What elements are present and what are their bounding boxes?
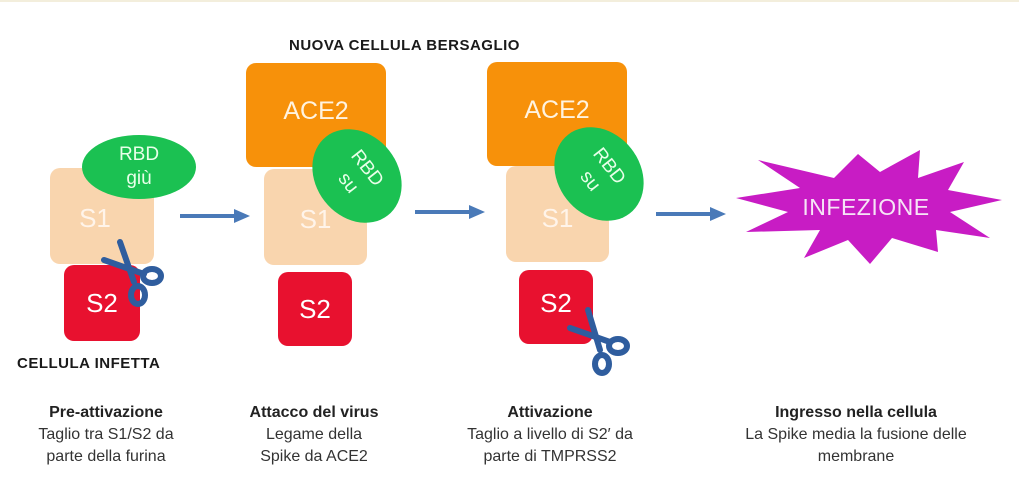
caption-desc-line: membrane: [817, 448, 895, 465]
s2-subunit: S2: [64, 265, 140, 341]
caption-title: Ingresso nella cellula: [775, 404, 937, 421]
new-target-cell-heading: NUOVA CELLULA BERSAGLIO: [289, 37, 520, 54]
arrow-right-icon: [180, 208, 250, 224]
caption-title: Attacco del virus: [249, 404, 379, 421]
s2-subunit: S2: [278, 272, 352, 346]
scissors-icon: [566, 306, 632, 378]
s1-label: S1: [541, 202, 574, 233]
caption-desc-line: Spike da ACE2: [260, 448, 368, 465]
caption-desc-line: parte della furina: [46, 448, 166, 465]
caption-desc-line: La Spike media la fusione delle: [745, 426, 967, 443]
caption-desc-line: Taglio a livello di S2′ da: [467, 426, 633, 443]
s2-label: S2: [299, 293, 331, 324]
ace2-label: ACE2: [524, 95, 590, 124]
caption-title: Attivazione: [507, 404, 593, 421]
s2-label: S2: [540, 287, 572, 318]
caption-virus-attachment: Attacco del virus Legame della Spike da …: [224, 402, 404, 468]
top-border: [0, 0, 1019, 2]
caption-desc-line: parte di TMPRSS2: [483, 448, 617, 465]
explosion-burst-icon: INFEZIONE: [728, 148, 1004, 266]
infected-cell-label: CELLULA INFETTA: [17, 355, 161, 372]
ace2-label: ACE2: [283, 96, 349, 125]
scissors-icon: [100, 238, 166, 310]
infection-label: INFEZIONE: [802, 193, 930, 220]
rbd-label: RBD: [118, 144, 160, 165]
arrow-right-icon: [656, 206, 726, 222]
caption-title: Pre-attivazione: [49, 404, 163, 421]
s2-label: S2: [86, 287, 118, 318]
rbd-down: RBD giù: [82, 135, 196, 199]
caption-cell-entry: Ingresso nella cellula La Spike media la…: [706, 402, 1006, 468]
arrow-right-icon: [415, 204, 485, 220]
rbd-state-label: giù: [126, 168, 152, 189]
caption-desc-line: Taglio tra S1/S2 da: [38, 426, 174, 443]
s1-label: S1: [299, 203, 332, 234]
caption-desc-line: Legame della: [265, 426, 363, 443]
caption-activation: Attivazione Taglio a livello di S2′ da p…: [440, 402, 660, 468]
s1-label: S1: [79, 202, 111, 233]
caption-pre-activation: Pre-attivazione Taglio tra S1/S2 da part…: [8, 402, 204, 468]
